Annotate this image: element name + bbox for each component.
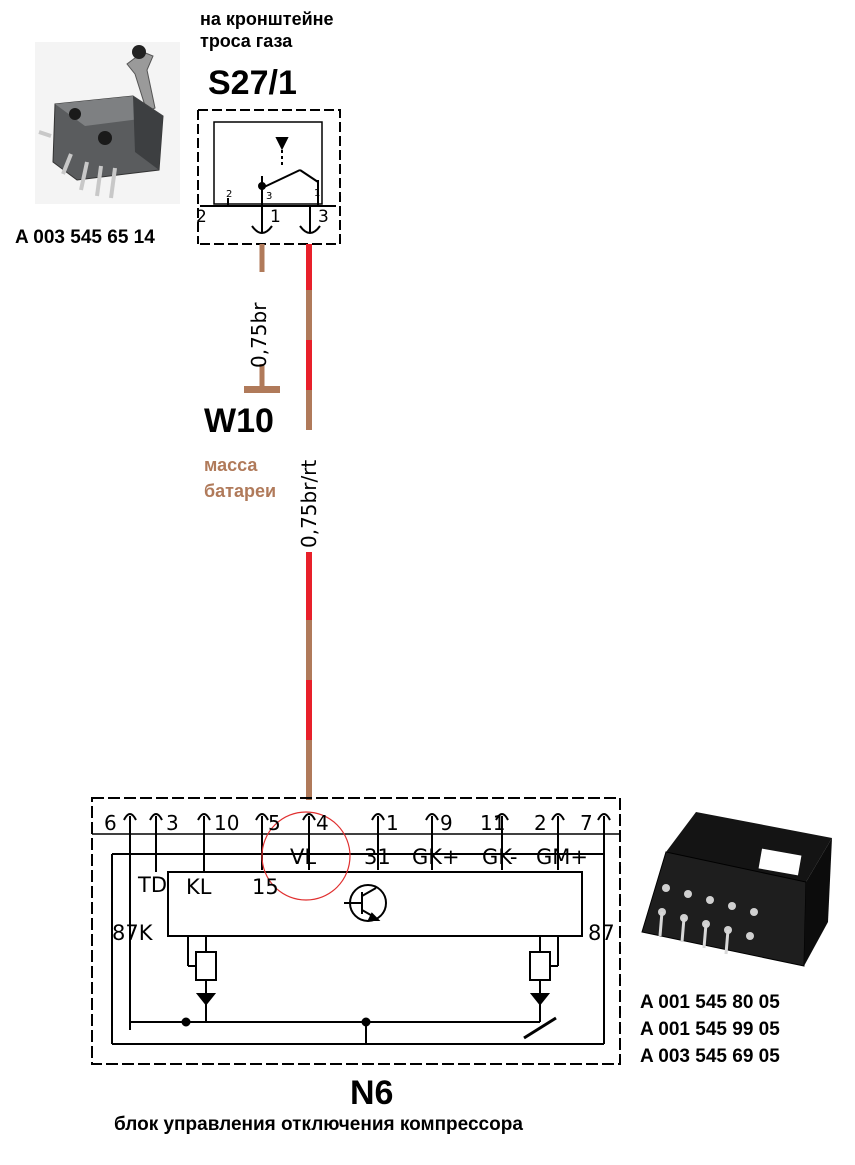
vl-highlight-circle xyxy=(261,811,351,901)
switch-part-number: A 003 545 65 14 xyxy=(15,227,155,248)
module-pin-7: 7 xyxy=(580,811,593,835)
switch-inner-pin-1: 1 xyxy=(314,188,320,199)
module-pin-1: 1 xyxy=(386,811,399,835)
ground-label-line1: масса xyxy=(204,455,258,475)
internal-label-kl: KL xyxy=(186,875,212,899)
internal-label-87k: 87K xyxy=(112,921,154,945)
internal-label-15: 15 xyxy=(252,875,279,899)
ground-code: W10 xyxy=(204,402,274,440)
signal-label-gk-plus: GK+ xyxy=(412,845,460,869)
module-box xyxy=(91,797,621,1065)
module-pin-6: 6 xyxy=(104,811,117,835)
module-part-number-1: A 001 545 80 05 xyxy=(640,992,780,1013)
switch-code: S27/1 xyxy=(208,64,297,102)
module-part-number-2: A 001 545 99 05 xyxy=(640,1019,780,1040)
switch-location-line1: на кронштейне xyxy=(200,9,334,29)
module-pin-2: 2 xyxy=(534,811,547,835)
switch-pin-3: 3 xyxy=(318,207,329,227)
switch-box xyxy=(197,109,341,245)
switch-location-line2: троса газа xyxy=(200,31,293,51)
signal-wire-label: 0,75br/rt xyxy=(297,460,321,548)
module-code: N6 xyxy=(350,1074,394,1112)
internal-label-87: 87 xyxy=(588,921,615,945)
switch-pin-1: 1 xyxy=(270,207,281,227)
module-pin-10: 10 xyxy=(214,811,239,835)
switch-pin-2: 2 xyxy=(196,207,207,227)
signal-label-31: 31 xyxy=(364,845,391,869)
internal-label-td: TD xyxy=(137,873,167,897)
ground-wire-label: 0,75br xyxy=(247,302,271,368)
signal-label-gk-minus: GK- xyxy=(482,845,517,869)
module-pin-4: 4 xyxy=(316,811,329,835)
module-part-number-3: A 003 545 69 05 xyxy=(640,1046,780,1067)
ground-wire xyxy=(244,244,280,393)
module-description: блок управления отключения компрессора xyxy=(114,1114,523,1135)
module-pin-3: 3 xyxy=(166,811,179,835)
module-pin-9: 9 xyxy=(440,811,453,835)
module-pin-5: 5 xyxy=(268,811,281,835)
switch-inner-pin-2: 2 xyxy=(226,189,232,200)
relay-module-photo-icon xyxy=(641,812,832,967)
switch-inner-pin-3: 3 xyxy=(266,191,272,202)
signal-label-vl: VL xyxy=(290,845,316,869)
module-pin-11: 11 xyxy=(480,811,505,835)
signal-label-gm-plus: GM+ xyxy=(536,845,588,869)
microswitch-photo-icon xyxy=(35,42,180,204)
ground-label-line2: батареи xyxy=(204,481,277,501)
